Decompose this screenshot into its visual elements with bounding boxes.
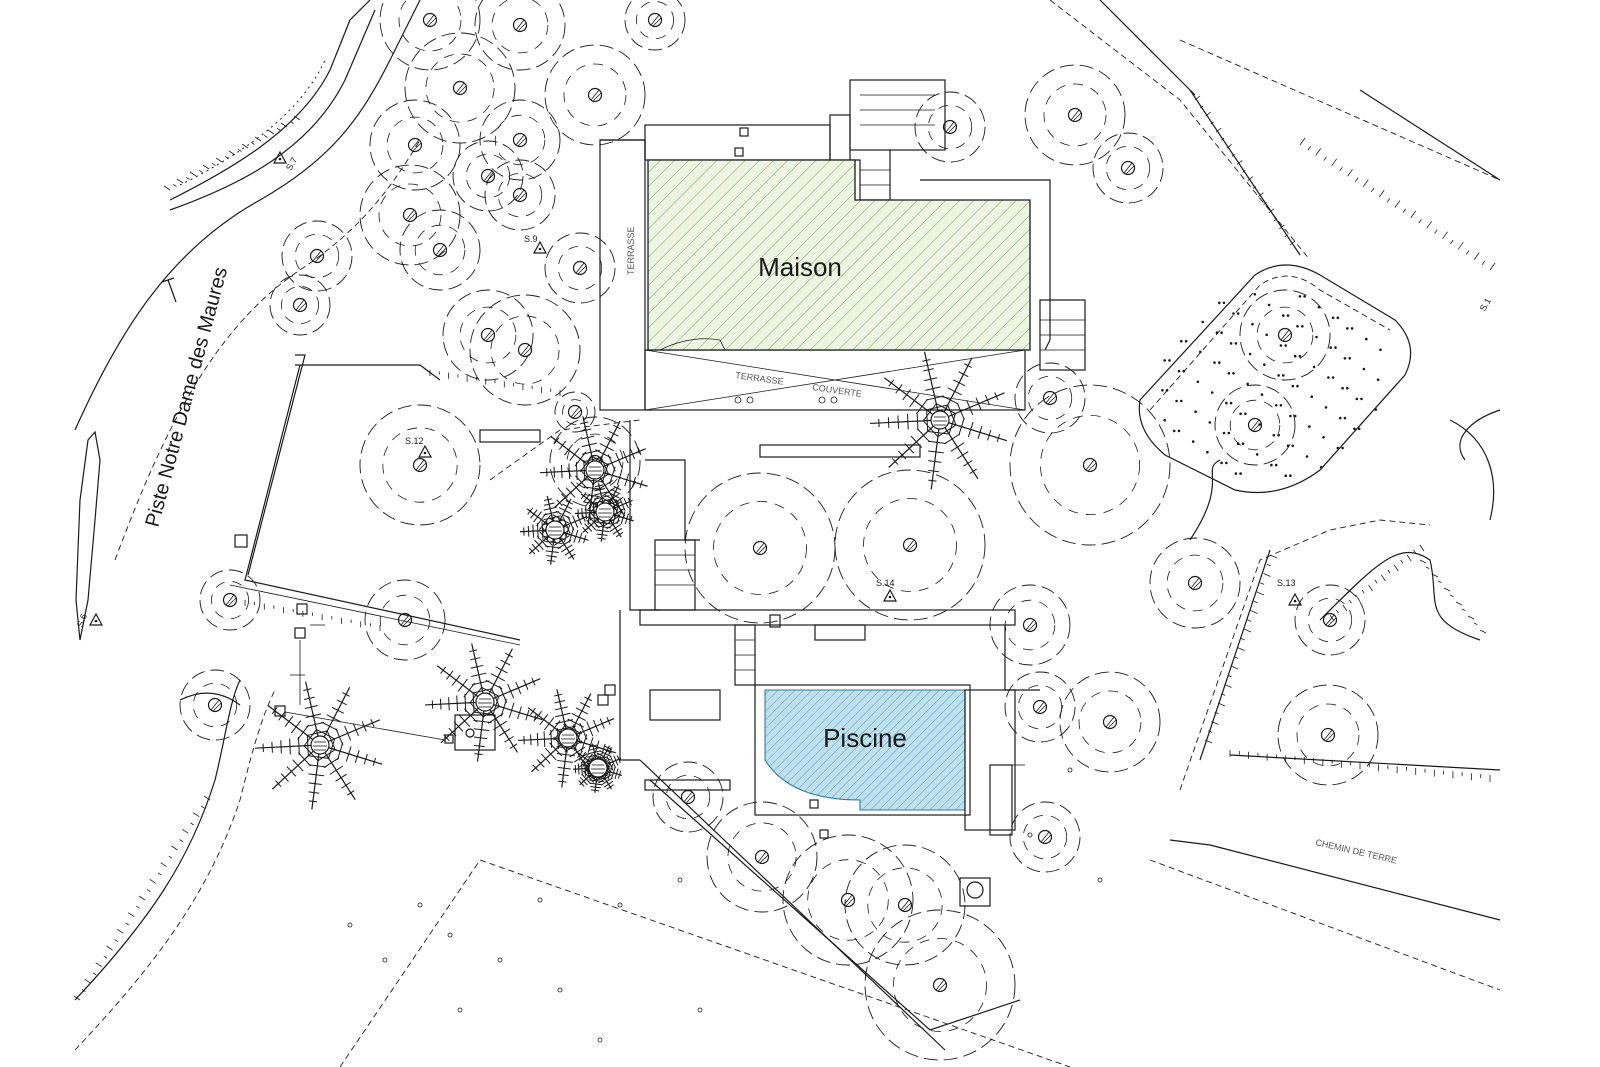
tree-canopy-icon — [364, 579, 446, 661]
palm-tree-icon — [425, 643, 543, 762]
garden-walls — [234, 420, 1040, 791]
survey-label-s1: S.1 — [1478, 296, 1493, 313]
tree-canopy-icon — [269, 274, 331, 336]
terrace-label: TERRASSE — [626, 226, 636, 275]
survey-marker-icon: S.7 — [272, 150, 299, 172]
road-sign — [161, 277, 177, 303]
palm-tree-icon — [575, 482, 634, 542]
survey-label-s13: S.13 — [1277, 578, 1296, 588]
covered-terrace-label-a: TERRASSE — [735, 370, 784, 387]
tree-canopy-icon — [442, 289, 534, 381]
tree-canopy-icon — [479, 99, 561, 181]
tree-canopy-icon — [199, 569, 261, 631]
tree-canopy-icon — [1149, 537, 1241, 629]
tree-canopy-icon — [554, 391, 596, 433]
tree-canopy-icon — [782, 834, 914, 966]
tree-canopy-icon — [484, 159, 556, 231]
gate-marks — [274, 603, 496, 751]
survey-label-s14: S.14 — [876, 578, 895, 588]
dirt-path-label: CHEMIN DE TERRE — [1315, 837, 1398, 865]
palm-tree-icon — [573, 743, 623, 793]
tree-canopy-icon — [281, 220, 353, 292]
tree-canopy-icon — [1059, 671, 1161, 773]
pool — [754, 684, 1025, 907]
tree-canopy-icon — [1024, 64, 1126, 166]
palm-tree-icon — [870, 351, 1008, 490]
survey-marker-icon: S.12 — [405, 436, 433, 458]
tree-canopy-icon — [379, 0, 481, 71]
survey-marker-icon: S.6 — [75, 612, 104, 629]
survey-label-s7: S.7 — [284, 155, 299, 172]
tree-canopy-icon — [1239, 289, 1331, 381]
tree-canopy-icon — [1092, 132, 1164, 204]
survey-marker-icon: S.1 — [1478, 296, 1493, 313]
pool-label: Piscine — [823, 723, 907, 753]
tree-canopy-icon — [179, 669, 251, 741]
tree-canopy-icon — [359, 164, 461, 266]
house-label: Maison — [758, 252, 842, 282]
survey-label-s9: S.9 — [524, 234, 538, 244]
tree-canopy-icon — [1004, 671, 1076, 743]
palm-tree-icon — [518, 689, 616, 788]
covered-terrace-label-b: COUVERTE — [812, 382, 863, 399]
tree-canopy-icon — [1214, 384, 1296, 466]
survey-label-s6: S.6 — [75, 612, 89, 628]
survey-marker-icon: S.13 — [1277, 578, 1303, 606]
right-embankment — [1179, 409, 1501, 791]
tree-canopy-icon — [844, 844, 966, 966]
house-building — [599, 79, 1086, 458]
tree-canopy-icon — [1009, 384, 1171, 546]
tree-canopy-icon — [399, 209, 481, 291]
tree-canopy-icon — [1294, 584, 1366, 656]
tree-canopy-icon — [369, 99, 461, 191]
survey-marker-icon: S.9 — [524, 234, 548, 254]
tree-canopy-icon — [544, 44, 646, 146]
lower-field-points — [347, 767, 1103, 1043]
tree-canopy-icon — [1277, 684, 1379, 786]
road-label: Piste Notre Dame des Maures — [142, 265, 233, 529]
tree-canopy-icon — [684, 472, 836, 624]
palm-tree-icon — [255, 681, 383, 810]
palm-tree-icon — [520, 495, 589, 565]
tree-canopy-icon — [834, 469, 986, 621]
tree-canopy-icon — [469, 294, 581, 406]
palm-trees — [255, 351, 1008, 810]
survey-marker-icon: S.14 — [876, 578, 898, 602]
tree-canopy-icon — [452, 140, 524, 212]
survey-markers: S.6 S.7 S.9 S.12 S.13 S.14 S.1 — [75, 150, 1493, 629]
road-piste — [74, 0, 421, 1051]
gravel-bed — [1138, 264, 1412, 493]
tree-canopy-icon — [706, 801, 818, 913]
tree-canopy-icon — [864, 909, 1016, 1061]
tree-canopy-icon — [544, 232, 616, 304]
tree-canopies — [179, 0, 1379, 1061]
tree-canopy-icon — [359, 404, 481, 526]
tree-canopy-icon — [914, 91, 986, 163]
tree-canopy-icon — [474, 0, 566, 71]
slope-ticks — [73, 95, 1496, 1001]
tree-canopy-icon — [624, 0, 686, 51]
tree-canopy-icon — [1014, 362, 1086, 434]
tree-canopy-icon — [652, 761, 724, 833]
tree-canopy-icon — [1009, 801, 1081, 873]
boundary-walls — [229, 0, 1501, 1067]
survey-label-s12: S.12 — [405, 436, 424, 446]
